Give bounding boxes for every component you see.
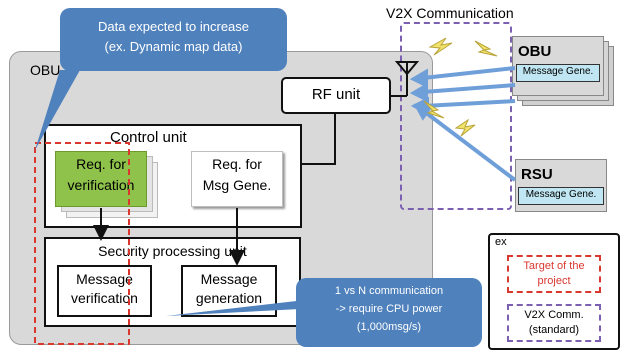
security-unit-label: Security processing unit: [98, 243, 247, 259]
rsu-sub-box: [518, 187, 604, 205]
bottom-callout: [166, 278, 482, 347]
target-region: [34, 142, 130, 345]
legend-target-line2: project: [537, 275, 571, 287]
msg-verification-line2: verification: [71, 290, 138, 306]
top-callout-line2: (ex. Dynamic map data): [104, 39, 243, 54]
msg-verification-line1: Message: [76, 271, 133, 287]
legend-target-line1: Target of the: [523, 260, 585, 272]
msg-verification-box: [57, 265, 152, 317]
req-verification-box: [55, 151, 147, 207]
remote-obu-sub: Message Gene.: [522, 66, 594, 77]
legend-target-swatch: [507, 255, 601, 293]
rf-unit-box: [281, 77, 391, 114]
req-msg-gene-line1: Req. for: [212, 156, 262, 172]
msg-generation-line2: generation: [195, 290, 263, 306]
top-callout-line1: Data expected to increase: [97, 19, 250, 34]
lightning-icons: [423, 37, 498, 137]
rf-to-control-line: [302, 114, 336, 165]
rsu-sub: Message Gene.: [525, 189, 597, 200]
top-callout: [35, 8, 287, 150]
obu-region-label: OBU: [30, 62, 61, 78]
remote-obu-sub-box: [516, 64, 600, 82]
legend-title: ex: [495, 236, 507, 248]
legend-v2x-swatch: [507, 304, 601, 342]
antenna-icon: [391, 61, 420, 97]
bottom-callout-line3: (1,000msg/s): [356, 321, 422, 333]
bottom-callout-line1: 1 vs N communication: [334, 285, 444, 297]
v2x-region: [400, 22, 512, 210]
req-verification-line2: verification: [67, 177, 135, 193]
legend-v2x-line2: (standard): [528, 324, 580, 336]
rf-unit-label: RF unit: [311, 86, 361, 103]
req-verification-line1: Req. for: [76, 156, 126, 172]
legend-v2x-line1: V2X Comm.: [524, 309, 584, 321]
req-msg-gene-line2: Msg Gene.: [202, 177, 272, 193]
rsu-title: RSU: [521, 166, 553, 183]
bottom-callout-line2: -> require CPU power: [335, 303, 443, 315]
control-unit-label: Control unit: [110, 129, 187, 146]
remote-obu-title: OBU: [518, 43, 552, 60]
v2x-title: V2X Communication: [386, 5, 514, 21]
v2x-arrows: [409, 66, 517, 182]
req-msg-gene-box: [191, 151, 283, 207]
msg-generation-line1: Message: [200, 271, 258, 287]
